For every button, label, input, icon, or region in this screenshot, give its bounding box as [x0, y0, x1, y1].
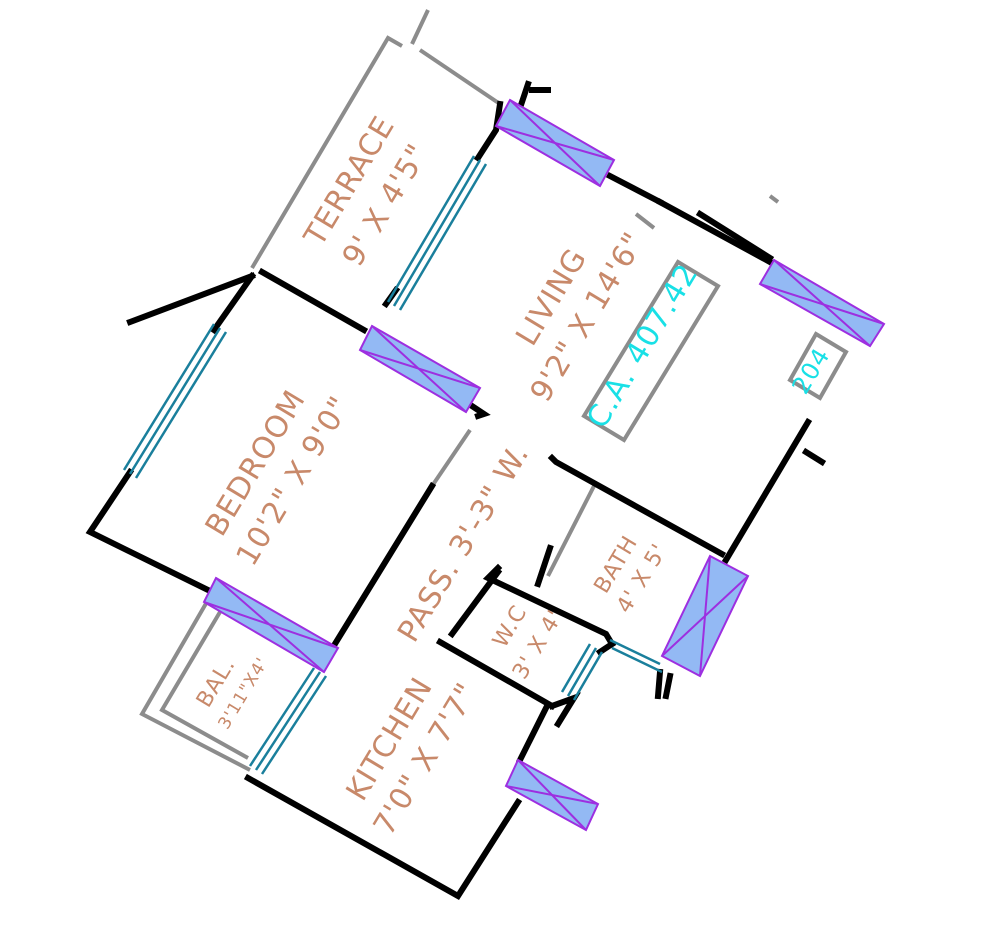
- outline-lines: [139, 9, 780, 772]
- walls: [85, 80, 827, 901]
- glazing: [122, 155, 663, 775]
- window-bedroom-bottom: [202, 576, 340, 674]
- room-labels: TERRACE 9' X 4'5" LIVING 9'2" X 14'6" BE…: [192, 110, 673, 841]
- window-bedroom-top: [358, 324, 482, 414]
- window-kitchen: [504, 758, 600, 832]
- window-living-top-right: [758, 258, 886, 348]
- window-living-top-left: [494, 98, 616, 188]
- window-bath: [660, 554, 750, 678]
- unit-number-box: 204: [787, 331, 849, 401]
- windows: [202, 98, 886, 832]
- unit-number-label: 204: [787, 343, 836, 399]
